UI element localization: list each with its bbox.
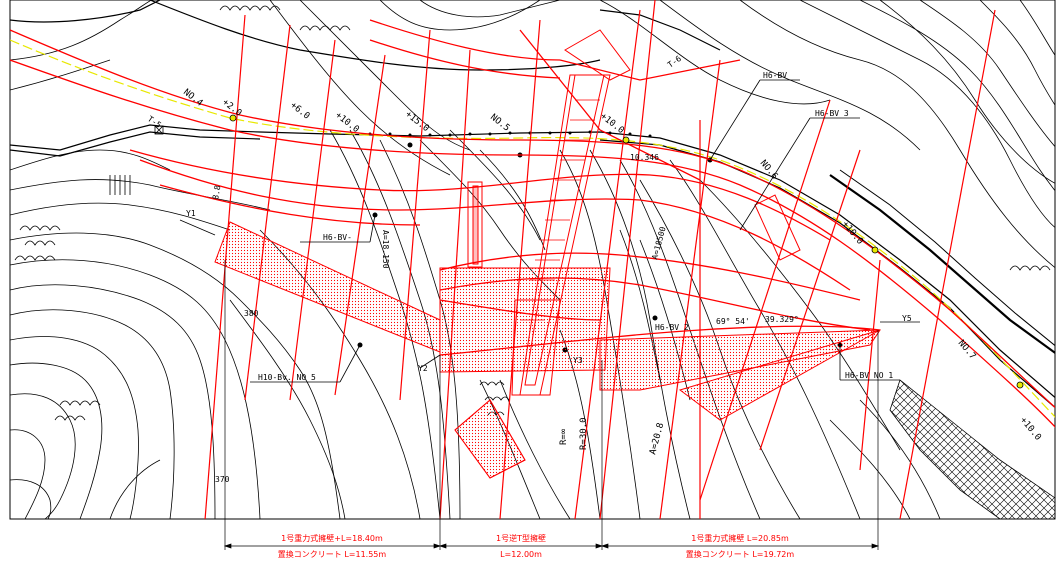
station-p10d: +10.0 xyxy=(1018,416,1043,443)
curve-a1: A=18.150 xyxy=(381,230,390,269)
seg1-title: 1号重力式擁壁+L=18.40m xyxy=(281,533,383,543)
drawing-frame xyxy=(9,0,1056,520)
station-no7: NO.7 xyxy=(956,339,978,362)
point-y5: Y5 xyxy=(902,314,912,323)
dimension-lines xyxy=(224,260,879,519)
road-edges xyxy=(10,0,1055,409)
retaining-walls xyxy=(214,29,881,479)
point-t6: T-6 xyxy=(666,54,683,70)
station-no4: NO.4 xyxy=(181,87,204,108)
leader-lines xyxy=(179,79,920,383)
curve-a3: A=20.8 xyxy=(648,422,666,456)
seg3-replacement: 置換コンクリート L=19.72m xyxy=(686,549,795,559)
contour-lines xyxy=(10,0,1055,519)
cross-section-lines xyxy=(204,0,996,519)
elevation-380: 380 xyxy=(244,309,259,318)
radius-r2: R=30.0 xyxy=(579,417,589,450)
elevation-370: 370 xyxy=(215,475,230,484)
borehole-h6bv3: H6-BV 3 xyxy=(815,109,849,118)
offset-8-8: 8.8 xyxy=(211,184,222,200)
station-no5: NO.5 xyxy=(488,112,511,133)
radius-r1: R=∞ xyxy=(559,428,569,445)
dimension-arrows xyxy=(223,519,880,550)
borehole-h6bv2: H6-BV 2 xyxy=(655,323,689,332)
road-centerline xyxy=(10,39,1055,418)
seg3-title: 1号重力式擁壁 L=20.85m xyxy=(691,533,789,543)
angle-2: 39.329° xyxy=(765,315,799,324)
borehole-h10no5: H10-Bv. NO 5 xyxy=(258,373,316,382)
curve-a2: A=18500 xyxy=(650,225,667,260)
point-y2: Y2 xyxy=(418,364,428,373)
borehole-h6bv-top: H6-BV xyxy=(763,71,787,80)
borehole-h6bvno1: H6-BV NO 1 xyxy=(845,371,893,380)
vegetation-symbols xyxy=(14,5,1051,421)
seg2-title: 1号逆T型擁壁 xyxy=(496,533,546,543)
crosshatch-area xyxy=(889,379,1055,519)
channel-ticks xyxy=(520,99,600,321)
survey-markers xyxy=(154,114,1024,389)
distance-10-346: 10.346 xyxy=(630,153,659,162)
borehole-h6bv-left: H6-BV- xyxy=(323,233,352,242)
seg1-replacement: 置換コンクリート L=11.55m xyxy=(278,549,387,559)
station-p15: +15.0 xyxy=(403,109,431,134)
station-p6: +6.0 xyxy=(288,100,311,121)
point-y1: Y1 xyxy=(186,209,196,218)
point-t5: T-5 xyxy=(146,114,163,130)
seg2-length: L=12.00m xyxy=(500,550,542,559)
angle-1: 69° 54' xyxy=(716,317,750,326)
point-y3: Y3 xyxy=(573,356,583,365)
